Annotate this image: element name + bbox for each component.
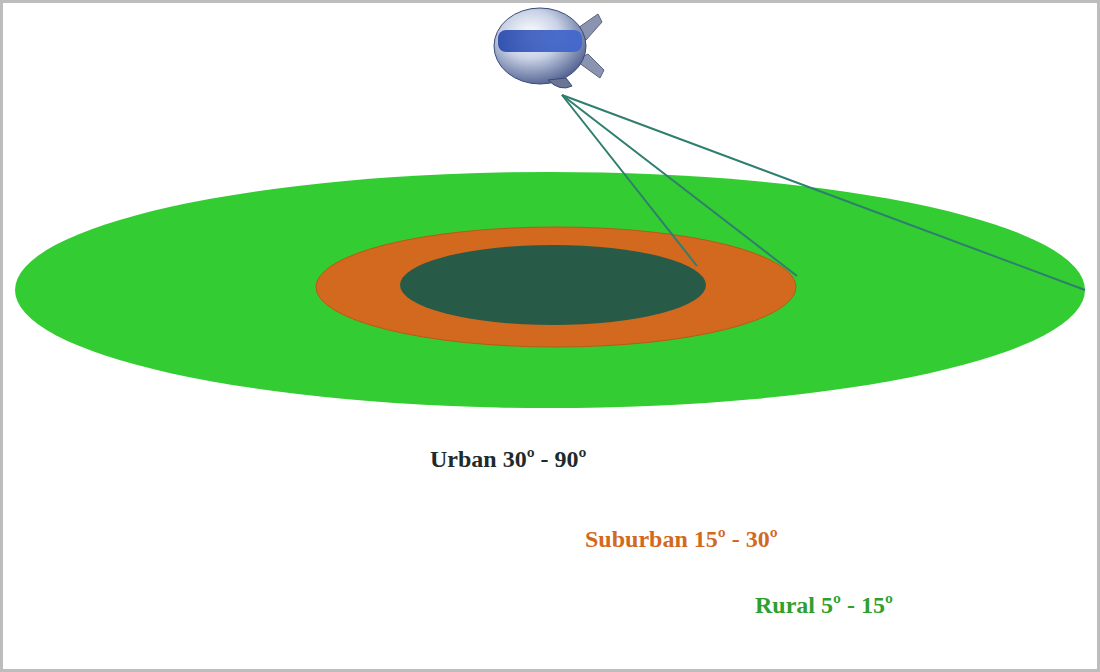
rural-zone xyxy=(15,172,1085,408)
elevation-lines xyxy=(562,95,1085,290)
blimp xyxy=(494,8,604,88)
suburban-zone xyxy=(316,227,796,347)
zone-label: Urban 30º - 90º xyxy=(430,446,587,472)
urban-zone xyxy=(400,245,706,325)
zone-label: Rural 5º - 15º xyxy=(755,592,893,618)
zone-label: Suburban 15º - 30º xyxy=(585,526,778,552)
